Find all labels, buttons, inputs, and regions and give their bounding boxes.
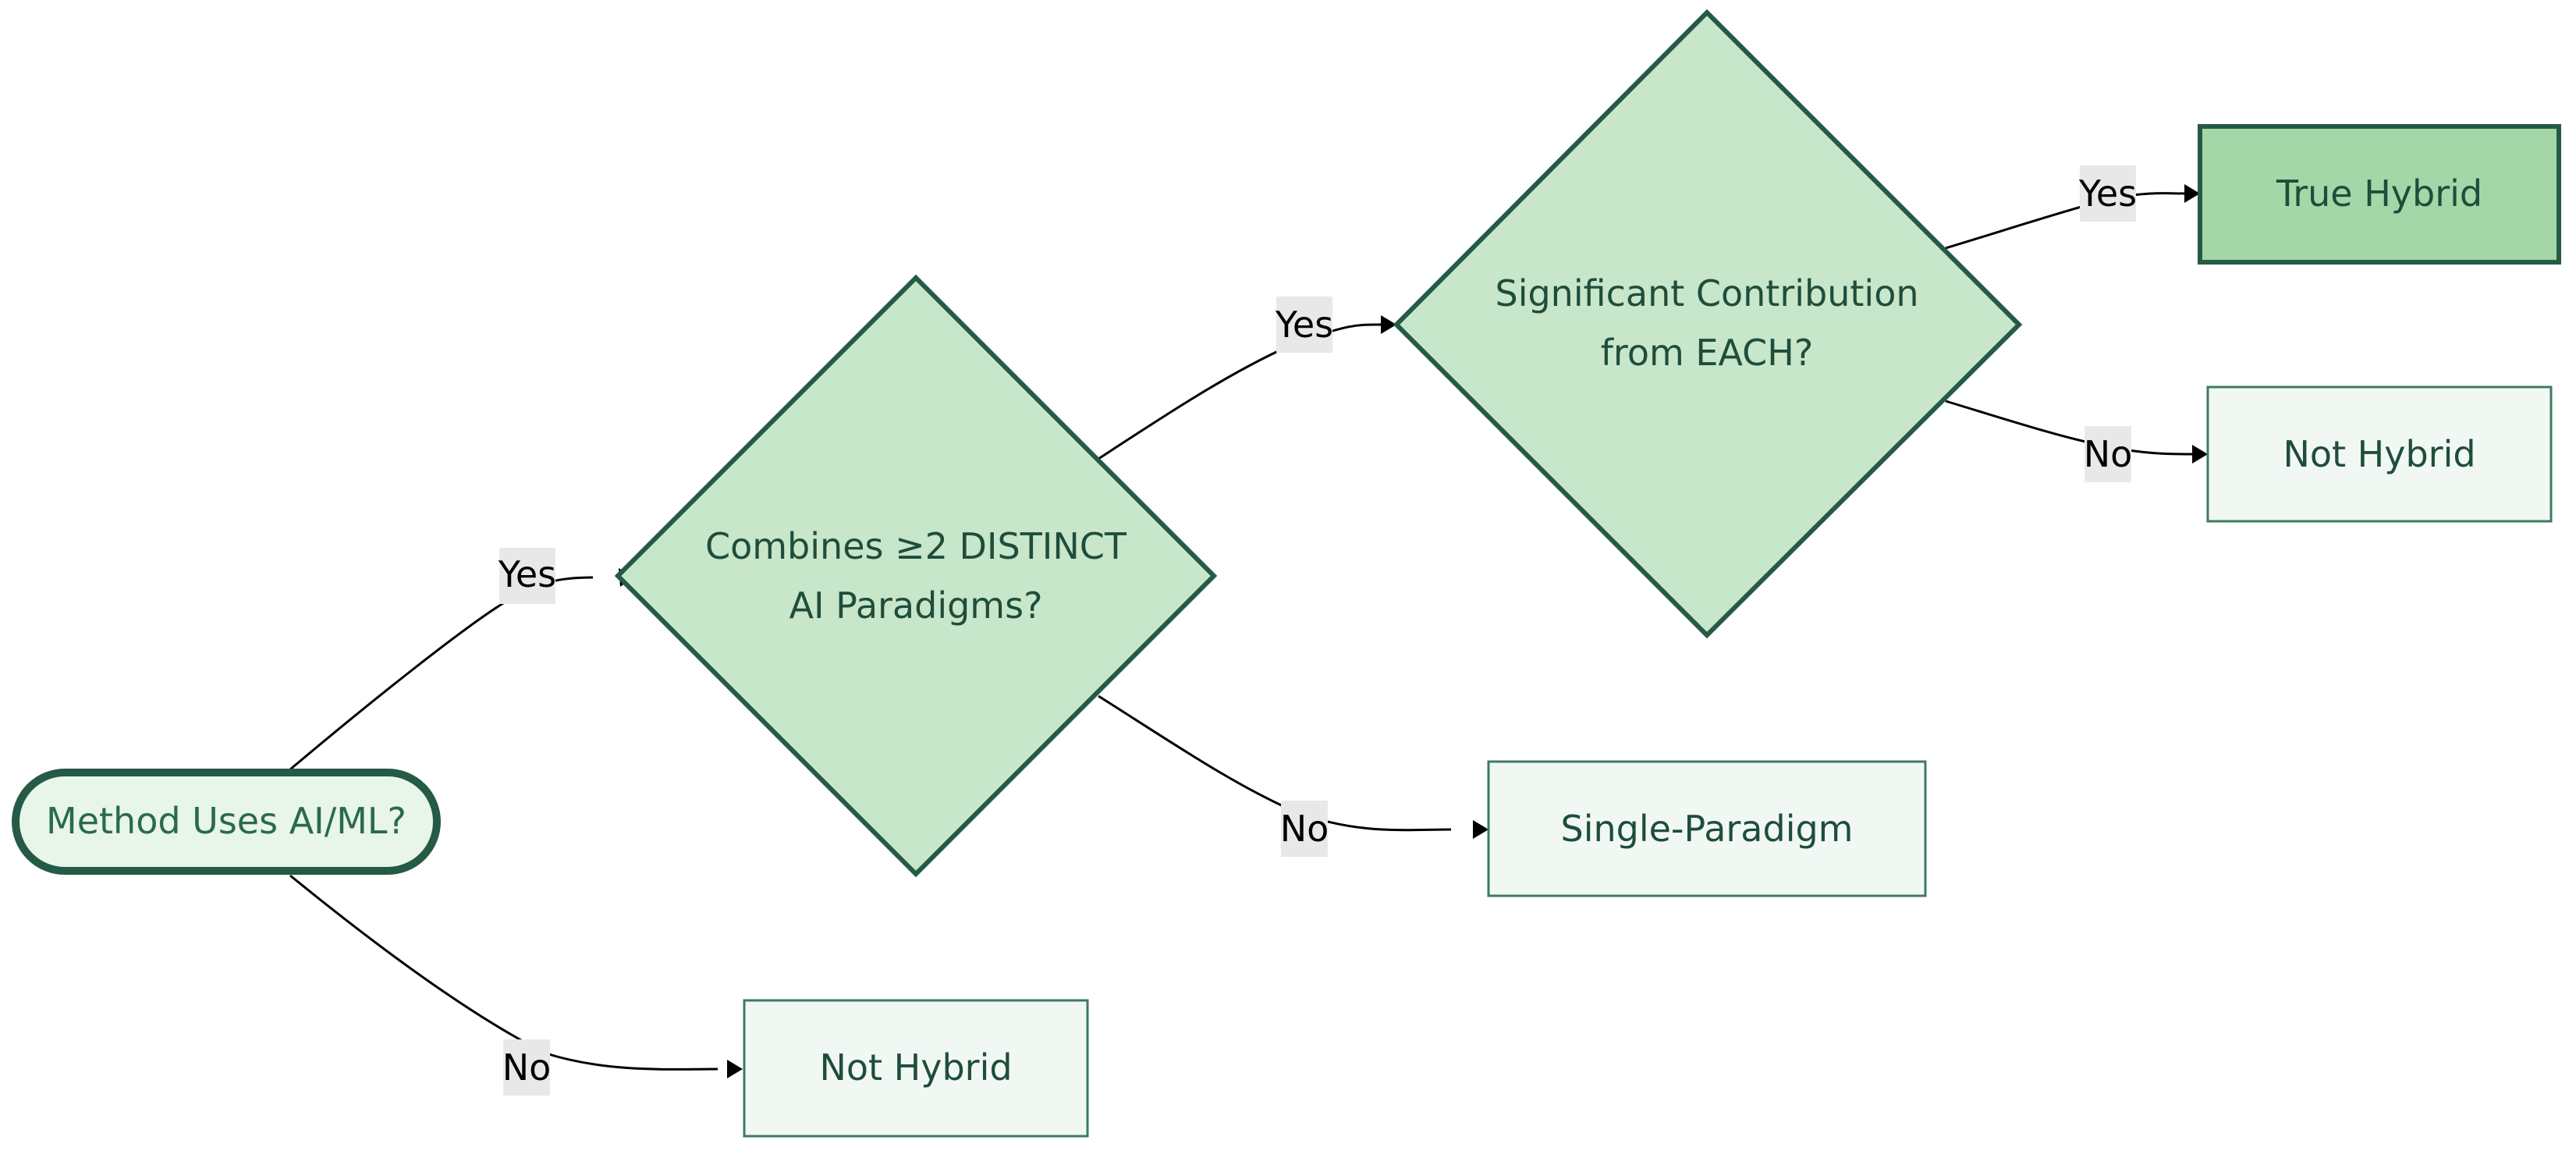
edge-label-contribution-yes: Yes <box>2078 165 2137 222</box>
edge-label-start-no: No <box>502 1039 552 1096</box>
arrowhead-to-true-hybrid <box>2184 184 2200 203</box>
edge-label-paradigms-yes: Yes <box>1275 297 1333 353</box>
edge-label-contribution-yes-text: Yes <box>2078 172 2137 215</box>
edge-paradigms-to-single-paradigm <box>1098 694 1452 832</box>
edge-label-start-yes-text: Yes <box>498 553 556 595</box>
edge-label-paradigms-yes-text: Yes <box>1275 304 1333 346</box>
arrowhead-to-single-paradigm <box>1473 820 1488 839</box>
not-hybrid-bottom-node[interactable]: Not Hybrid <box>743 999 1089 1138</box>
single-paradigm-label: Single-Paradigm <box>1561 808 1854 850</box>
arrowhead-to-not-hybrid-top <box>2192 445 2208 464</box>
edge-label-start-yes: Yes <box>498 548 556 604</box>
true-hybrid-node[interactable]: True Hybrid <box>2198 124 2561 265</box>
not-hybrid-bottom-label: Not Hybrid <box>819 1046 1012 1089</box>
start-node[interactable]: Method Uses AI/ML? <box>12 769 441 875</box>
edge-label-paradigms-no-text: No <box>1280 808 1329 850</box>
not-hybrid-top-label: Not Hybrid <box>2283 433 2475 475</box>
contribution-decision-line1: Significant Contribution <box>1496 272 1919 314</box>
edge-label-start-no-text: No <box>502 1046 552 1089</box>
edge-contribution-to-not-hybrid-top <box>1945 400 2193 456</box>
true-hybrid-label: True Hybrid <box>2276 172 2482 215</box>
edge-start-to-paradigms <box>289 576 594 771</box>
edge-paradigms-to-contribution <box>1098 323 1382 460</box>
start-node-label: Method Uses AI/ML? <box>46 800 406 842</box>
paradigms-decision[interactable]: Combines ≥2 DISTINCT AI Paradigms? <box>614 274 1218 878</box>
paradigms-decision-line2: AI Paradigms? <box>789 584 1043 627</box>
edge-label-contribution-no: No <box>2084 426 2133 482</box>
arrowhead-to-contribution <box>1381 315 1396 334</box>
edge-label-contribution-no-text: No <box>2084 433 2133 475</box>
single-paradigm-node[interactable]: Single-Paradigm <box>1487 760 1927 897</box>
contribution-decision[interactable]: Significant Contribution from EACH? <box>1393 9 2023 639</box>
arrowhead-to-not-hybrid-bottom <box>727 1060 743 1078</box>
contribution-decision-line2: from EACH? <box>1601 332 1814 374</box>
edge-label-paradigms-no: No <box>1280 801 1329 857</box>
paradigms-decision-line1: Combines ≥2 DISTINCT <box>705 525 1127 567</box>
not-hybrid-top-node[interactable]: Not Hybrid <box>2206 385 2553 523</box>
edge-contribution-to-true-hybrid <box>1945 192 2185 250</box>
